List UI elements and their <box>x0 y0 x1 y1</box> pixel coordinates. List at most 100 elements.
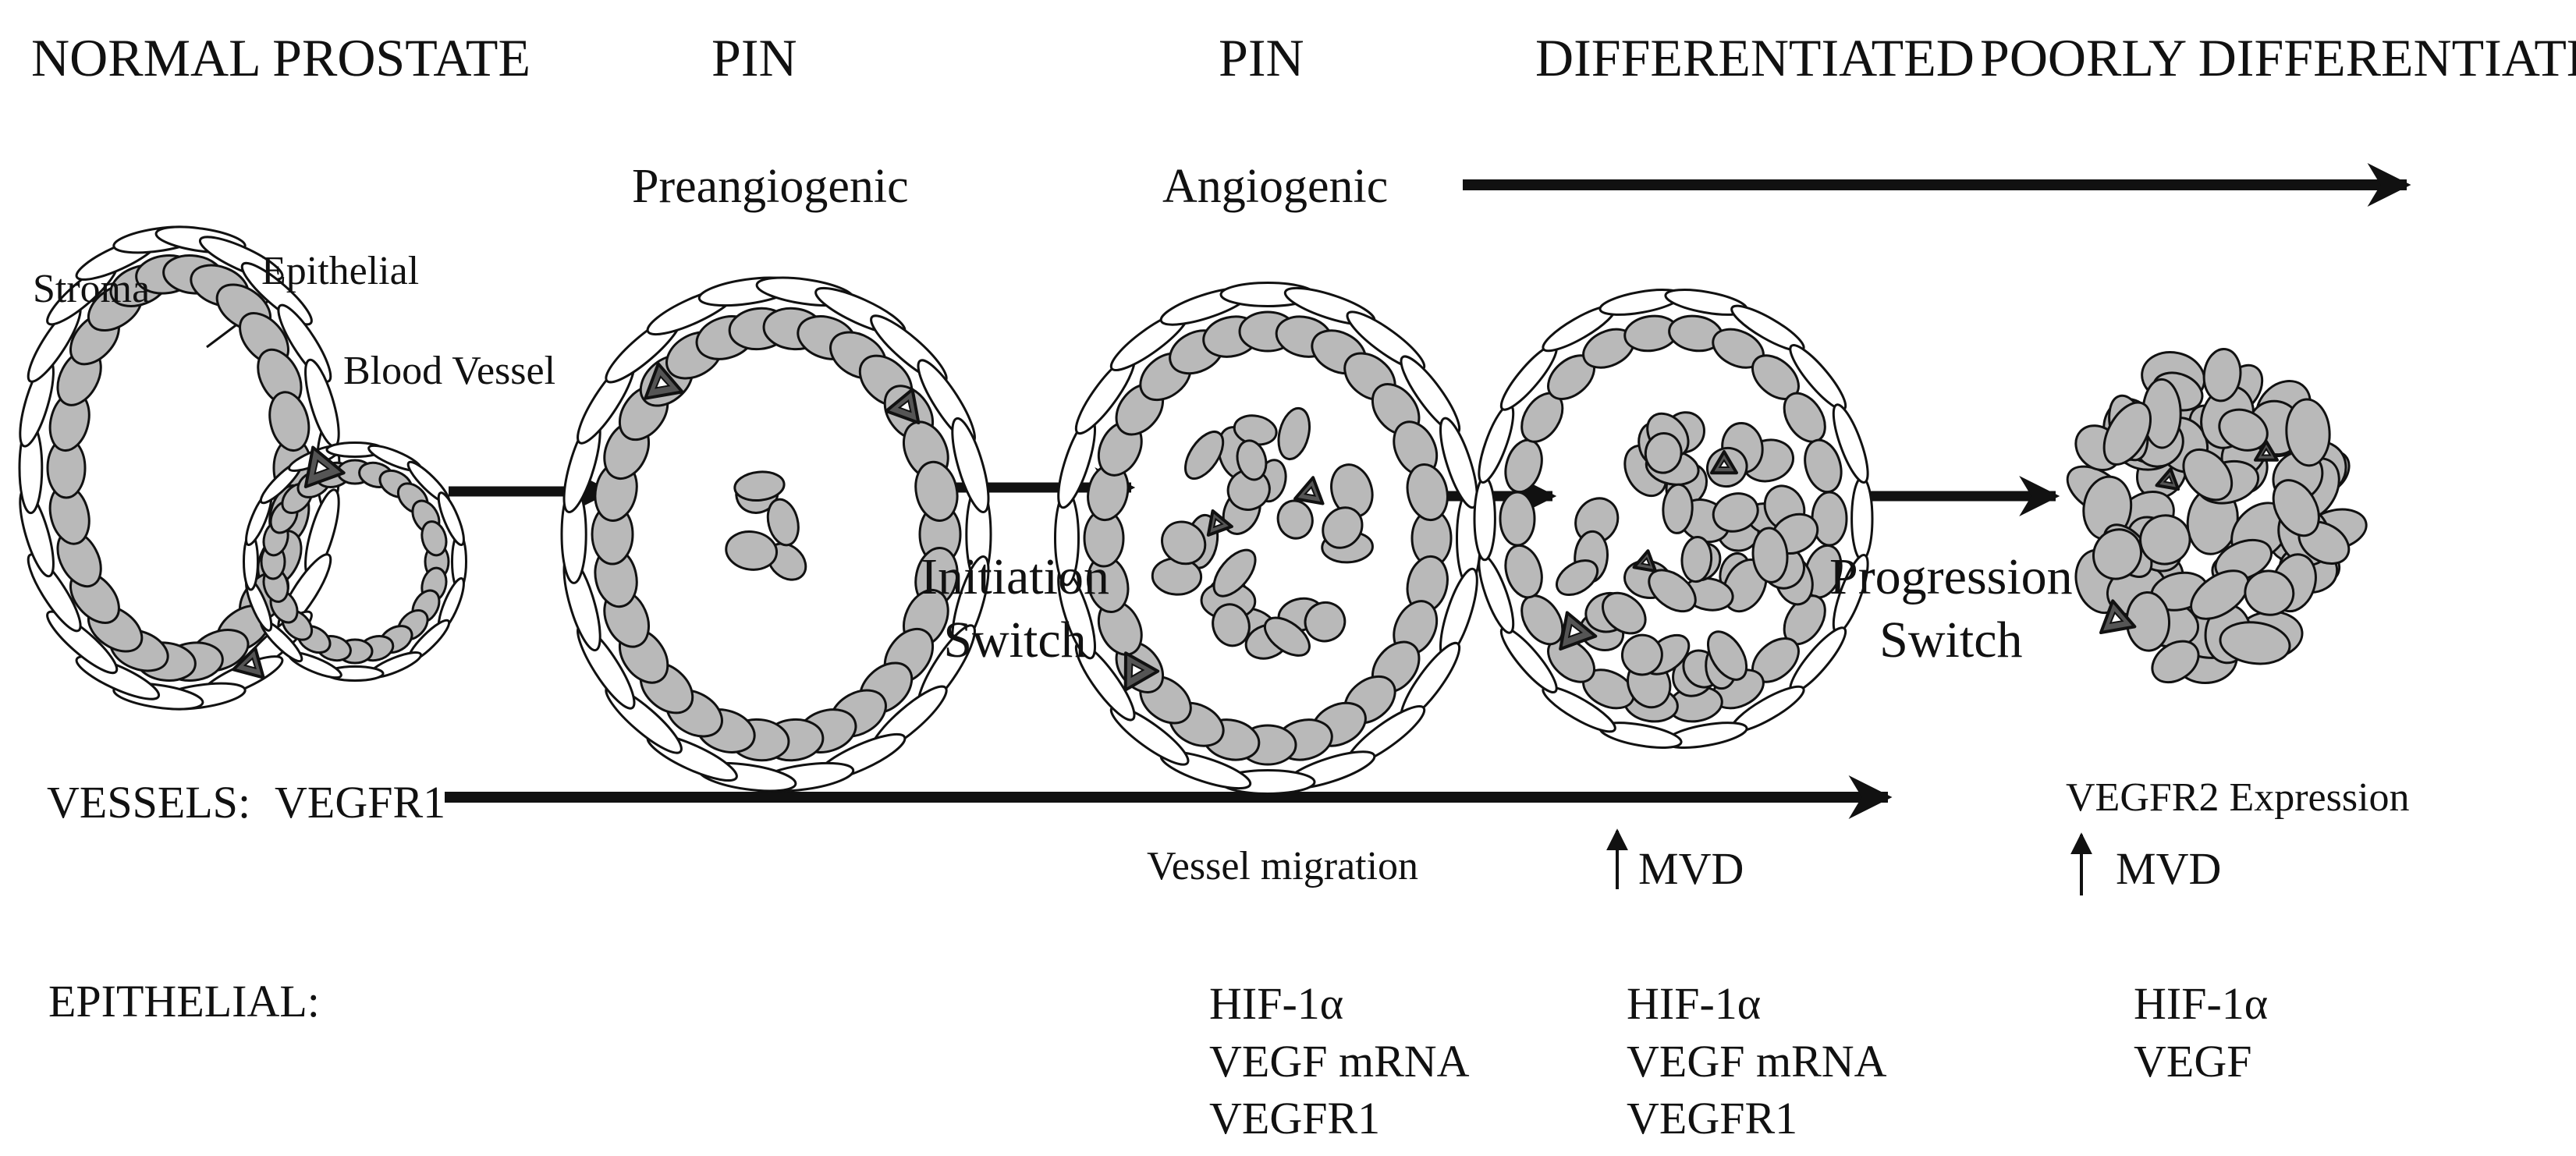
substage-angiogenic: Angiogenic <box>1162 160 1389 213</box>
stage-pin-preangiogenic: PIN <box>711 28 797 87</box>
mvd-label-2: MVD <box>2116 843 2222 894</box>
epithelial-cell <box>1620 633 1663 676</box>
label-blood-vessel: Blood Vessel <box>343 349 556 393</box>
epithelial-cell <box>2139 514 2191 566</box>
epithelial-cell <box>1263 616 1311 657</box>
epithelial-cell <box>2102 401 2152 466</box>
vessel-lumen <box>2261 447 2272 456</box>
epithelial-cell <box>2202 347 2242 402</box>
epithelial-cell <box>2092 528 2142 580</box>
vessels-vegfr1: VEGFR1 <box>275 777 446 828</box>
vessel-migration-label: Vessel migration <box>1147 844 1419 888</box>
epithelial-cell <box>1406 463 1449 522</box>
epithelial-cell <box>1751 527 1789 583</box>
vessel-lumen <box>314 459 330 475</box>
stromal-cell <box>277 303 332 383</box>
epithelial-cell <box>766 498 800 547</box>
vessel-lumen <box>1640 557 1651 566</box>
epithelial-cell <box>2244 569 2295 616</box>
stromal-cell <box>46 610 119 675</box>
epithelial-cell <box>914 460 959 522</box>
stromal-cell <box>1439 417 1478 509</box>
marker-hif1a: HIF-1α <box>1209 978 1344 1029</box>
vessel-lumen <box>2163 475 2173 484</box>
progression-switch-line2: Switch <box>1879 611 2023 668</box>
marker-vegf-mrna: VEGF mRNA <box>1209 1035 1470 1087</box>
vessels-heading: VESSELS: <box>47 777 251 828</box>
epithelial-cell <box>268 391 310 452</box>
epithelial-cell <box>2182 448 2234 502</box>
epithelial-markers-differentiated: HIF-1α VEGF mRNA VEGFR1 <box>1627 975 1887 1147</box>
epithelial-cell <box>1236 439 1268 481</box>
epithelial-cell <box>1680 536 1713 583</box>
label-epithelial: Epithelial <box>261 249 420 293</box>
epithelial-markers-poorly: HIF-1α VEGF <box>2134 975 2268 1090</box>
mvd-label-1: MVD <box>1638 843 1744 894</box>
epithelial-cell <box>1556 559 1599 597</box>
stromal-cell <box>27 553 82 633</box>
epithelial-markers-angiogenic: HIF-1α VEGF mRNA VEGFR1 <box>1209 975 1470 1147</box>
stromal-cell <box>437 491 465 547</box>
progression-switch-label: Progression Switch <box>1829 546 2073 672</box>
stromal-cell <box>1832 403 1869 484</box>
epithelial-cell <box>2272 479 2320 537</box>
epithelial-cell <box>1648 569 1697 613</box>
stage-normal-prostate: NORMAL PROSTATE <box>31 28 530 87</box>
epithelial-heading: EPITHELIAL: <box>48 976 320 1027</box>
initiation-switch-label: Initiation Switch <box>921 546 1109 672</box>
epithelial-cell <box>1277 406 1311 461</box>
vessel-lumen <box>2109 611 2124 625</box>
epithelial-cell <box>1304 601 1347 643</box>
stromal-cell <box>951 417 990 513</box>
epithelial-cell <box>1212 603 1251 647</box>
vessel-lumen <box>897 399 912 413</box>
epithelial-cell <box>733 470 786 502</box>
epithelial-cell <box>2151 640 2200 684</box>
vessel-lumen <box>1130 663 1145 679</box>
cell-illustrations <box>18 225 2368 795</box>
stage-differentiated: DIFFERENTIATED <box>1535 28 1975 87</box>
epithelial-cell <box>1184 431 1225 480</box>
vessel-lumen <box>1304 485 1317 497</box>
epithelial-cell <box>1712 492 1759 533</box>
epithelial-cell <box>1602 591 1647 635</box>
epithelial-cell <box>1322 506 1364 549</box>
epithelial-cell <box>1804 438 1843 494</box>
vegfr2-expression-label: VEGFR2 Expression <box>2066 775 2410 820</box>
label-stroma: Stroma <box>33 267 151 311</box>
initiation-switch-line2: Switch <box>943 611 1087 668</box>
epithelial-cell <box>1811 491 1848 547</box>
stromal-cell <box>240 261 313 326</box>
epithelial-cell <box>2190 569 2250 620</box>
stage-pin-angiogenic: PIN <box>1219 28 1304 87</box>
vessel-lumen <box>1567 623 1583 639</box>
vessel-lumen <box>243 657 257 670</box>
epithelial-cell <box>2219 621 2291 665</box>
vessel-lumen <box>1718 459 1730 468</box>
epithelial-cell <box>1212 548 1257 598</box>
progression-switch-line1: Progression <box>1829 548 2073 605</box>
epithelial-cell <box>2285 398 2331 467</box>
marker-vegfr1: VEGFR1 <box>1209 1093 1381 1144</box>
stromal-cell <box>1473 476 1496 562</box>
marker-vegf-mrna: VEGF mRNA <box>1627 1035 1887 1087</box>
epithelial-cell <box>1706 630 1748 681</box>
epithelial-cell <box>725 530 779 571</box>
marker-vegfr1: VEGFR1 <box>1627 1093 1798 1144</box>
epithelial-cell <box>1161 520 1207 566</box>
initiation-switch-line1: Initiation <box>921 548 1109 605</box>
marker-vegf: VEGF <box>2134 1035 2252 1087</box>
marker-hif1a: HIF-1α <box>1627 978 1762 1029</box>
epithelial-cell <box>1276 499 1314 540</box>
epithelial-cell <box>420 520 448 557</box>
stage-poorly-differentiated: POORLY DIFFERENTIATED <box>1980 28 2576 87</box>
epithelial-cell <box>1499 491 1536 547</box>
substage-preangiogenic: Preangiogenic <box>632 160 909 213</box>
epithelial-cell <box>1662 483 1694 534</box>
vessel-lumen <box>655 375 671 389</box>
epithelial-cell <box>1644 432 1683 474</box>
marker-hif1a: HIF-1α <box>2134 978 2269 1029</box>
vessel-lumen <box>1212 517 1224 529</box>
